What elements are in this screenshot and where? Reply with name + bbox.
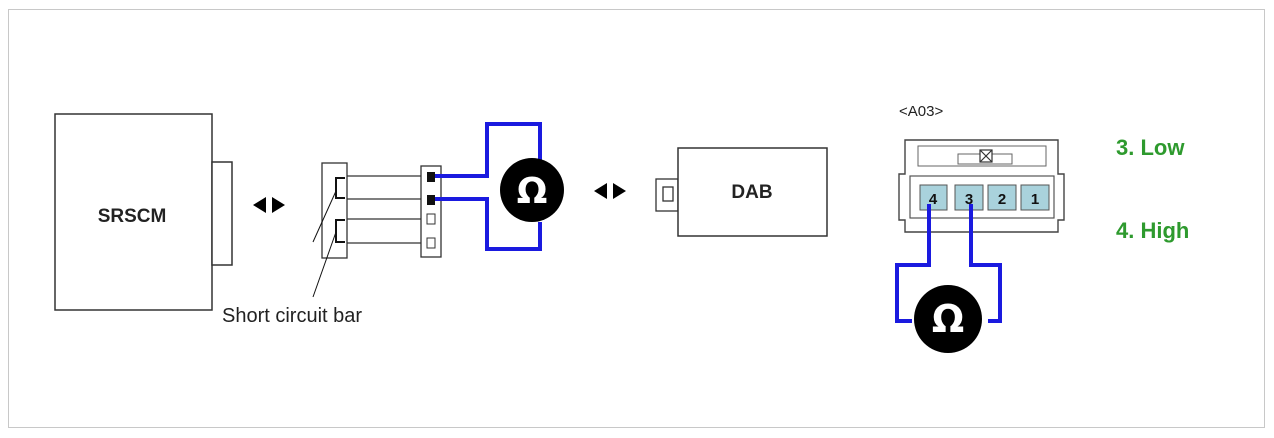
dab-connector-pin bbox=[662, 186, 674, 202]
dab-body bbox=[677, 147, 828, 237]
ohm-symbol: Ω bbox=[517, 171, 548, 212]
dab-side-connector bbox=[420, 165, 442, 258]
connection-arrows-icon bbox=[253, 197, 285, 213]
ohmmeter-icon: Ω bbox=[500, 158, 564, 222]
dab-label: DAB bbox=[731, 182, 772, 203]
srscm-side-connector bbox=[312, 162, 348, 298]
dab-module: DAB bbox=[655, 147, 828, 237]
short-circuit-bar-label: Short circuit bar bbox=[222, 305, 362, 327]
ohm-symbol: Ω bbox=[932, 297, 964, 341]
probe-wires-right bbox=[895, 204, 1002, 323]
short-circuit-bar-1 bbox=[335, 177, 345, 199]
connector-a03: 4 3 2 1 bbox=[898, 139, 1065, 233]
terminal-3 bbox=[426, 213, 436, 225]
pin-cell-1 bbox=[1020, 184, 1050, 211]
bar-leader-line-2 bbox=[312, 231, 337, 298]
pin-number: 3 bbox=[965, 191, 973, 208]
terminal-1 bbox=[427, 172, 435, 182]
lock-x-icon bbox=[979, 149, 993, 163]
bar-leader-line-1 bbox=[312, 190, 337, 243]
pin-number: 1 bbox=[1031, 191, 1039, 208]
legend-low: 3. Low bbox=[1116, 135, 1185, 160]
probe-wires-left bbox=[435, 122, 542, 251]
pin-cell-4 bbox=[919, 184, 948, 211]
connection-arrows-icon bbox=[594, 183, 626, 199]
terminal-2 bbox=[427, 195, 435, 205]
harness-wires bbox=[347, 175, 421, 244]
srscm-body bbox=[54, 113, 213, 311]
short-circuit-bar-2 bbox=[335, 219, 345, 243]
connector-housing-right bbox=[420, 165, 442, 258]
legend-high: 4. High bbox=[1116, 218, 1189, 243]
pin-number: 2 bbox=[998, 191, 1006, 208]
pin-number: 4 bbox=[929, 191, 938, 208]
srscm-label: SRSCM bbox=[98, 206, 167, 227]
srscm-module: SRSCM bbox=[54, 113, 233, 311]
pin-cell-2 bbox=[987, 184, 1017, 211]
ohmmeter-icon: Ω bbox=[914, 285, 982, 353]
srscm-connector bbox=[211, 161, 233, 266]
connector-id-label: <A03> bbox=[899, 103, 943, 120]
terminal-4 bbox=[426, 237, 436, 249]
